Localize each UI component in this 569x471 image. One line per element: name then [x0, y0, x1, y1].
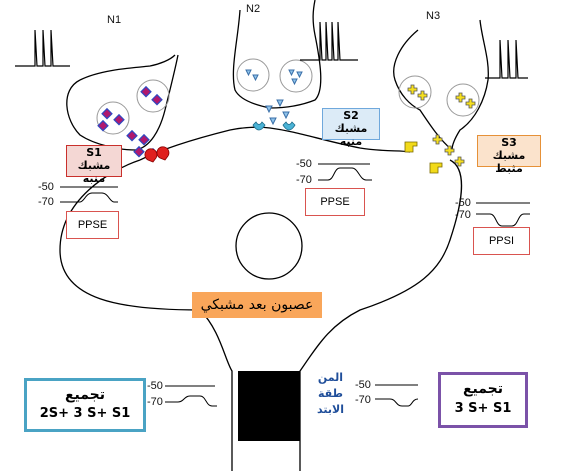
axon-hillock-line-1: المن	[317, 371, 344, 384]
ppse-2-box: PPSE	[305, 188, 365, 216]
synapse-s3-id: S3	[501, 136, 517, 149]
axon-hillock-line-2: طقة	[318, 387, 343, 400]
tick-ppse1-high: -50	[38, 181, 54, 193]
summation-left-title: تجميع	[64, 387, 105, 403]
neurotransmitter-n1	[97, 85, 163, 160]
neurotransmitter-n2	[245, 69, 303, 126]
spikes-n1	[15, 29, 70, 67]
summation-right-title: تجميع	[462, 381, 503, 397]
axon-hillock-label: المن طقة الابتد	[308, 370, 353, 418]
receptors-n2	[252, 121, 296, 131]
receptors-n3	[404, 141, 443, 174]
synapse-s1-type: مشبك منبه	[77, 159, 111, 185]
tick-ppsi-high: -50	[455, 197, 471, 209]
axon-hillock-line-3: الابتد	[317, 403, 344, 416]
label-n3: N3	[426, 10, 441, 22]
postsynaptic-membrane-right	[299, 159, 463, 471]
vesicle-n2-b	[279, 59, 313, 93]
vesicle-n3-b	[446, 83, 480, 117]
summation-left-box: تجميع 2S+ 3 S+ S1	[24, 378, 146, 432]
label-n2: N2	[246, 3, 261, 15]
label-n1: N1	[107, 14, 122, 26]
spikes-n3	[485, 39, 528, 79]
tick-ppse1-low: -70	[38, 196, 54, 208]
synapse-s2-box: S2 مشبك منبه	[322, 108, 380, 148]
tick-ppsi-low: -70	[455, 209, 471, 221]
summation-right-box: تجميع 3 S+ S1	[438, 372, 528, 428]
vesicle-n3-a	[398, 75, 432, 109]
synapse-s3-box: S3 مشبك مثبط	[477, 135, 541, 175]
synapse-s2-type: مشبك منبه	[334, 122, 368, 148]
tick-sum-right-low: -70	[355, 394, 371, 406]
tick-sum-left-high: -50	[147, 380, 163, 392]
trace-ppse-1	[60, 186, 118, 203]
ppsi-box: PPSI	[473, 227, 530, 255]
postsynaptic-membrane-top	[139, 126, 411, 161]
tick-ppse2-high: -50	[296, 158, 312, 170]
receptors-n1	[144, 146, 170, 163]
trace-ppsi	[476, 202, 530, 227]
summation-right-formula: 3 S+ S1	[454, 401, 512, 416]
synapse-s1-box: S1 مشبك منبه	[66, 145, 122, 185]
vesicle-n1-a	[136, 79, 170, 113]
axon-hillock	[238, 371, 300, 441]
postsynaptic-membrane	[59, 159, 233, 471]
trace-ppse-2	[318, 163, 372, 181]
synapse-s3-type: مشبك مثبط	[492, 149, 526, 175]
tick-sum-right-high: -50	[355, 379, 371, 391]
synapse-s1-id: S1	[86, 146, 102, 159]
ppse-1-box: PPSE	[66, 211, 119, 239]
postsynaptic-neuron-label: عصبون بعد مشبكي	[192, 292, 322, 318]
vesicle-n1-b	[96, 101, 130, 135]
spikes-n2	[300, 21, 358, 61]
trace-sum-left	[165, 385, 217, 407]
terminal-n2	[232, 0, 322, 109]
vesicle-n2-a	[236, 58, 270, 92]
tick-ppse2-low: -70	[296, 174, 312, 186]
terminal-n3	[393, 29, 453, 151]
summation-left-formula: 2S+ 3 S+ S1	[39, 406, 131, 421]
tick-sum-left-low: -70	[147, 396, 163, 408]
neurotransmitter-n3	[407, 84, 476, 167]
synapse-s2-id: S2	[343, 109, 359, 122]
nucleus	[235, 212, 303, 280]
trace-sum-right	[375, 384, 419, 407]
